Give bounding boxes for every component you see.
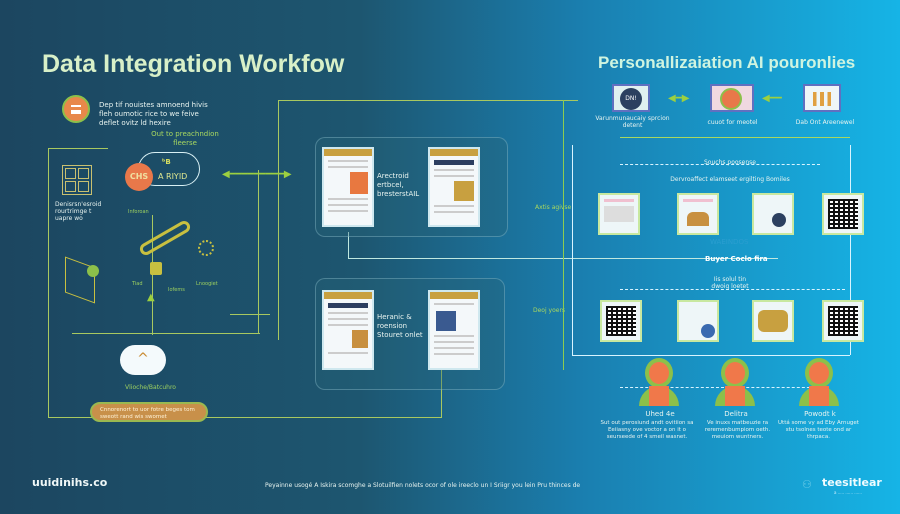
gear-icon	[198, 240, 214, 256]
persona-name: Uhed 4e	[645, 410, 675, 418]
top-card-label: cuuot for meotel	[707, 119, 758, 126]
dn-badge: DN!	[620, 88, 642, 110]
side-label-1: Axtis agivse	[535, 204, 572, 211]
top-card-2	[710, 84, 754, 112]
robot-label: Inforoan	[128, 209, 149, 215]
content-card	[752, 300, 794, 342]
top-card-1: DN!	[612, 84, 650, 112]
qr-code-icon	[822, 300, 864, 342]
panel1-text: Arectroid ertbcel, bresterstAIL	[377, 172, 420, 198]
qr-code-icon	[600, 300, 642, 342]
mid-label-1: Souchs poosense	[703, 159, 756, 166]
intro-sub: Out to preachndion fleerse	[151, 130, 219, 147]
intro-text: Dep tif nouistes amnoend hivis fleh oumo…	[99, 101, 208, 127]
top-card-3	[803, 84, 841, 112]
partner-logo: teesitlear	[822, 476, 882, 489]
robot-arm-icon	[137, 218, 193, 258]
persona-name: Powodt k	[804, 410, 836, 418]
content-card	[677, 193, 719, 235]
arrow-up-icon: ▲	[147, 292, 155, 303]
panel2-text: Heranic & roension Stouret onlet	[377, 313, 423, 339]
persona-desc: Ve inuxs matbeuzie ra reremenbumpiom oet…	[704, 420, 771, 440]
shield-icon	[150, 262, 162, 275]
brand-logo: uuidinihs.co	[32, 476, 108, 489]
callout-button[interactable]: Cnnorenort to uor fotre beges tom sweott…	[90, 402, 208, 422]
persona-avatar	[796, 360, 842, 406]
arrow-left-icon: ◀━━	[762, 93, 782, 104]
top-card-label: Dab Ont Areenewel	[795, 119, 855, 126]
persona-name: Delitra	[724, 410, 748, 418]
double-arrow-icon: ◀━━━━━━━━━▶	[222, 169, 292, 180]
people-logo-icon: ⚇	[802, 478, 812, 491]
upload-label: Vlioche/Batcuhro	[125, 384, 176, 391]
cloud-badge: CHS	[125, 163, 153, 191]
funnel-icon	[65, 256, 95, 304]
document-card	[322, 147, 374, 227]
document-card	[428, 290, 480, 370]
workflow-title: Data Integration Workfow	[42, 50, 345, 78]
menu-icon	[62, 95, 90, 123]
data-sources-icon	[62, 165, 92, 195]
buyer-label: Buyer Coclo fira	[705, 255, 768, 263]
filter-icon	[87, 265, 99, 277]
document-card	[428, 147, 480, 227]
double-arrow-icon: ◀━▶	[668, 93, 690, 104]
content-card	[677, 300, 719, 342]
content-card	[598, 193, 640, 235]
persona-desc: Sut out perosiund andt ovitiion sa Eeiia…	[600, 420, 694, 440]
persona-desc: Uttá some vy ad Eby Arnuget stu tsolnes …	[778, 420, 859, 440]
upload-cloud-icon: ^	[120, 345, 166, 375]
footer-text: Peyainne usogé A Iskira scomghe a Slotui…	[265, 482, 581, 489]
persona-avatar	[636, 360, 682, 406]
personalization-title: Personallizaiation AI pouronlies	[598, 53, 856, 72]
robot-label: Tiad	[132, 281, 143, 287]
content-card	[752, 193, 794, 235]
mid-label-2: Dervroaffect elamseet ergilting Bomiles	[670, 176, 790, 183]
windows-label: WAEINDOS	[710, 238, 749, 246]
cloud-top: ᵇB	[162, 158, 171, 166]
persona-avatar	[712, 360, 758, 406]
top-card-label: Varunmunaucaiy sprcion detent	[595, 115, 670, 129]
partner-logo-sub: a ..... ...... ......	[834, 490, 862, 495]
document-card	[322, 290, 374, 370]
robot-label: Lnoogiet	[196, 281, 218, 287]
side-label-2: Deoj yoers	[533, 307, 566, 314]
robot-label: Iofems	[168, 287, 185, 293]
buyer-sub: Iis solul tin dwoig loetet	[711, 276, 749, 290]
cloud-text: A RIYID	[158, 172, 188, 181]
qr-code-icon	[822, 193, 864, 235]
source-label: Denisrsn'esroid rourtrimge t uapre wo	[55, 201, 102, 222]
